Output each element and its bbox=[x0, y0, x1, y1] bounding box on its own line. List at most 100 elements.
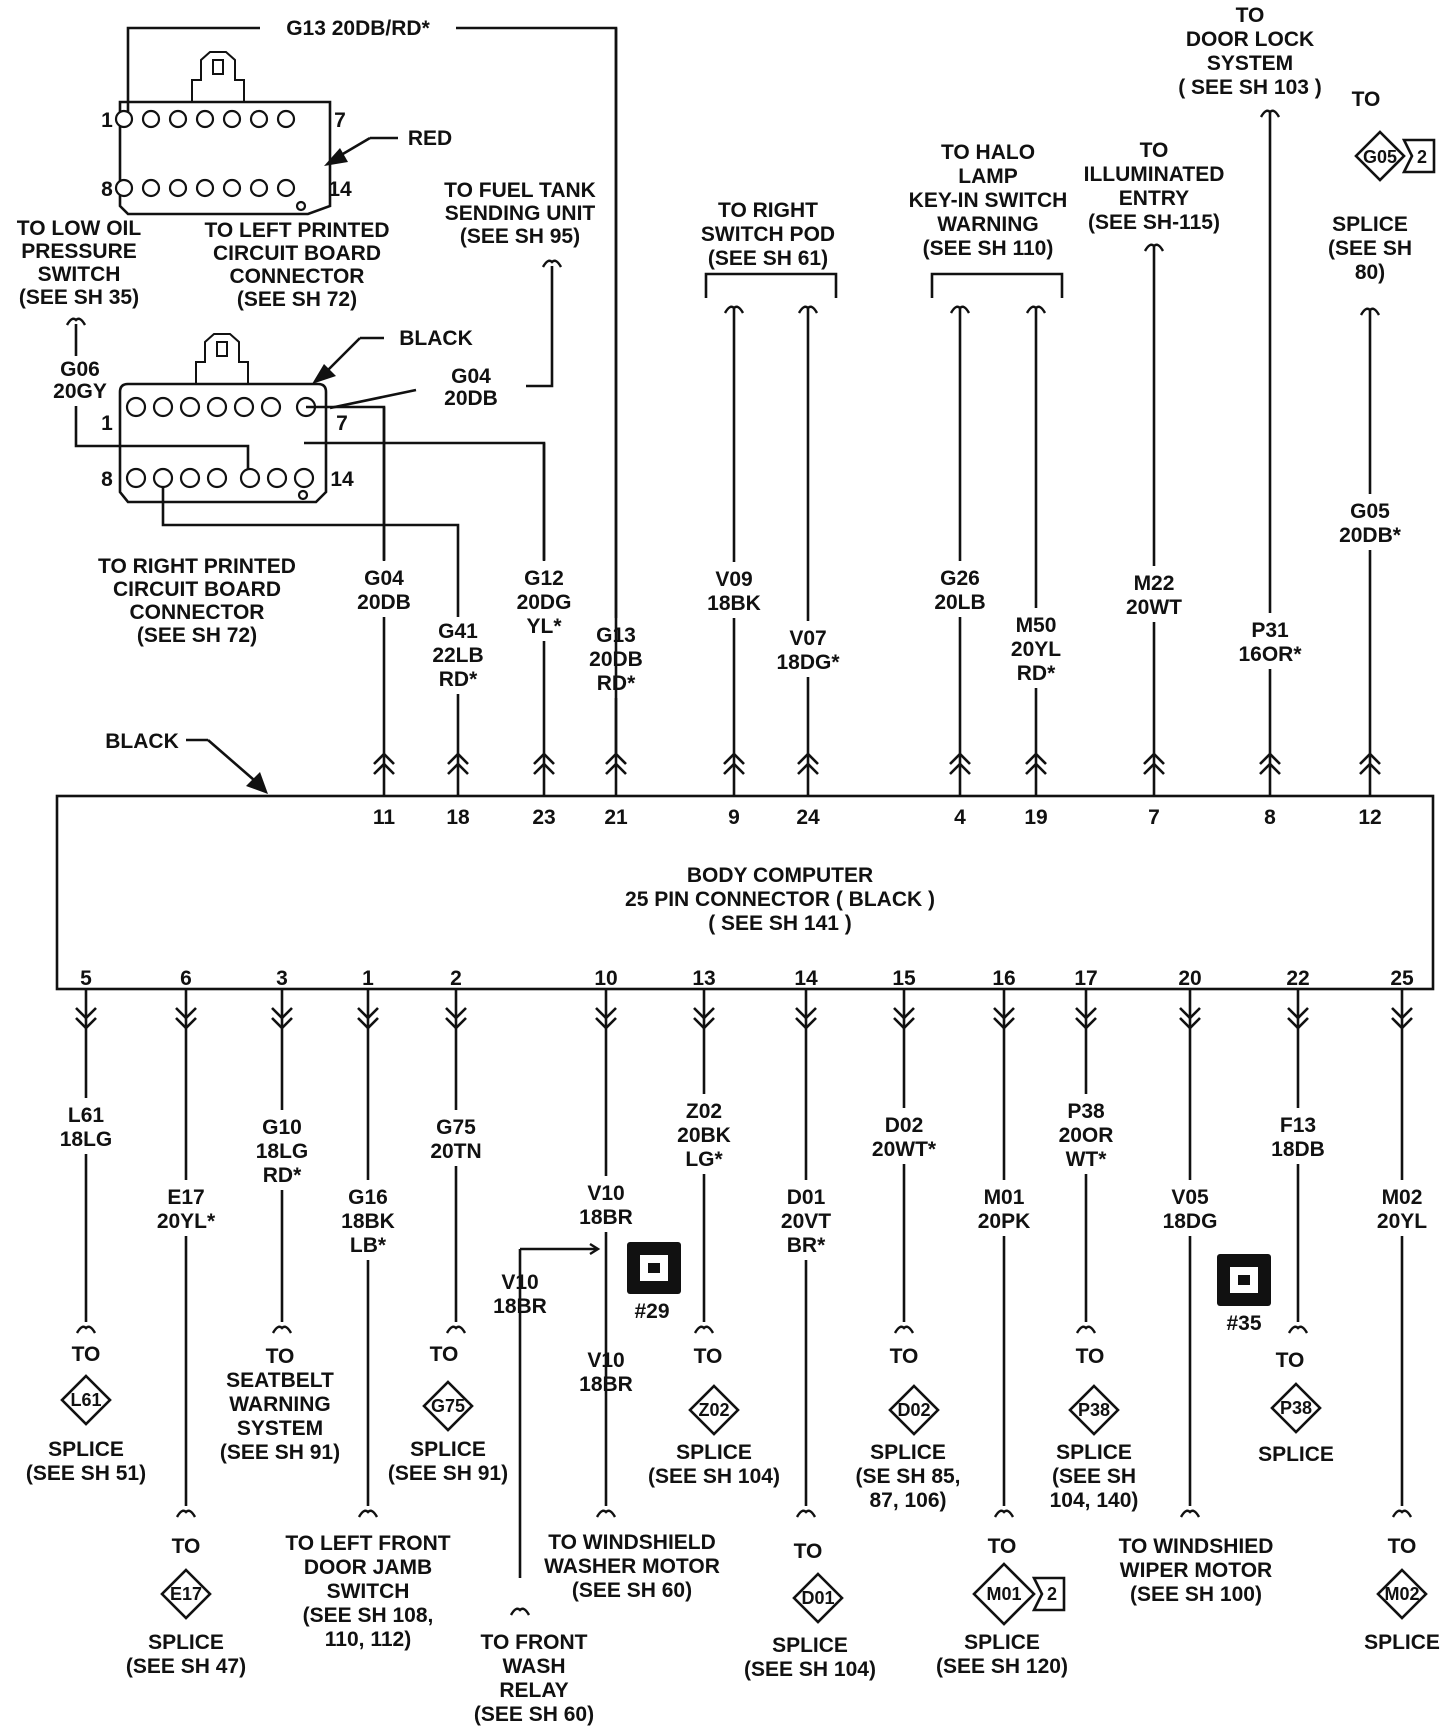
top-wire-label: V09 bbox=[715, 568, 752, 591]
top-pin-number: 19 bbox=[1024, 806, 1047, 829]
top-pin-number: 24 bbox=[796, 806, 820, 829]
bottom-wire-label: 18LG bbox=[256, 1140, 309, 1163]
top-wire-label: G13 bbox=[596, 624, 636, 647]
g75-to: TO bbox=[430, 1343, 459, 1366]
bottom-pin-number: 16 bbox=[992, 967, 1015, 990]
top-wire-label: 18BK bbox=[707, 592, 761, 615]
top-wire-label: M22 bbox=[1134, 572, 1175, 595]
low-oil-line-1: TO LOW OIL bbox=[17, 217, 142, 240]
l61-splice-line-1: SPLICE bbox=[48, 1438, 124, 1461]
door-jamb-line-5: 110, 112) bbox=[325, 1628, 411, 1651]
m02-to: TO bbox=[1388, 1535, 1417, 1558]
d02-splice-line-2: (SE SH 85, bbox=[855, 1465, 960, 1488]
fuel-tank-line-2: SENDING UNIT bbox=[445, 202, 596, 225]
g75-splice-tag: G75 bbox=[431, 1396, 465, 1416]
top-pin-number: 21 bbox=[604, 806, 628, 829]
top-wire-label: 20DG bbox=[517, 591, 572, 614]
top-pin-number: 23 bbox=[532, 806, 555, 829]
top-wire-label: 18DG* bbox=[776, 651, 840, 674]
bottom-pin-number: 17 bbox=[1074, 967, 1097, 990]
bottom-wire-label: E17 bbox=[167, 1186, 204, 1209]
bottom-wire-label: 20OR bbox=[1059, 1124, 1114, 1147]
top-wire-label: 20DB bbox=[589, 648, 643, 671]
bottom-wire-label: 18DB bbox=[1271, 1138, 1325, 1161]
right-switch-pod: TO RIGHT SWITCH POD (SEE SH 61) bbox=[701, 199, 838, 315]
g75-splice-line-2: (SEE SH 91) bbox=[388, 1462, 508, 1485]
bottom-wire-label: 20BK bbox=[677, 1124, 731, 1147]
wiper-motor-line-3: (SEE SH 100) bbox=[1130, 1583, 1262, 1606]
bottom-wire-label: M02 bbox=[1382, 1186, 1423, 1209]
v10-down-code: V10 bbox=[587, 1349, 624, 1372]
bottom-pin-number: 25 bbox=[1390, 967, 1414, 990]
body-computer-subtitle: 25 PIN CONNECTOR ( BLACK ) bbox=[625, 888, 935, 911]
e17-splice-line-1: SPLICE bbox=[148, 1631, 224, 1654]
bottom-wire-label: 20WT* bbox=[872, 1138, 937, 1161]
bottom-wire-label: P38 bbox=[1067, 1100, 1105, 1123]
top-wire-label: 16OR* bbox=[1238, 643, 1302, 666]
d02-splice-line-1: SPLICE bbox=[870, 1441, 946, 1464]
g05-splice-line-3: 80) bbox=[1355, 261, 1385, 284]
bottom-wire-label: D02 bbox=[885, 1114, 924, 1137]
bottom-wire-label: 18LG bbox=[60, 1128, 113, 1151]
body-computer-ref: ( SEE SH 141 ) bbox=[708, 912, 852, 935]
bottom-wire-label: LB* bbox=[350, 1234, 387, 1257]
illum-line-4: (SEE SH-115) bbox=[1088, 211, 1220, 234]
bottom-pin-number: 3 bbox=[276, 967, 288, 990]
g06-gauge: 20GY bbox=[53, 380, 107, 403]
m01-splice-line-1: SPLICE bbox=[964, 1631, 1040, 1654]
l61-splice-line-2: (SEE SH 51) bbox=[26, 1462, 146, 1485]
front-wash-line-1: TO FRONT bbox=[481, 1631, 588, 1654]
low-oil-pressure-switch: TO LOW OIL PRESSURE SWITCH (SEE SH 35) G… bbox=[17, 217, 250, 470]
door-lock-line-2: DOOR LOCK bbox=[1186, 28, 1314, 51]
top-wire-label: M50 bbox=[1016, 614, 1057, 637]
black-color-label: BLACK bbox=[399, 327, 473, 350]
bottom-wire-label: M01 bbox=[984, 1186, 1025, 1209]
bottom-wire-label: V10 bbox=[587, 1182, 624, 1205]
door-lock-system: TO DOOR LOCK SYSTEM ( SEE SH 103 ) bbox=[1178, 4, 1322, 119]
front-wash-line-2: WASH bbox=[503, 1655, 566, 1678]
top-wire-label: RD* bbox=[597, 672, 636, 695]
red-dest-line-4: (SEE SH 72) bbox=[237, 288, 357, 311]
door-jamb-line-1: TO LEFT FRONT bbox=[285, 1532, 450, 1555]
m02-splice-tag: M02 bbox=[1384, 1584, 1419, 1604]
top-pin-number: 12 bbox=[1358, 806, 1381, 829]
bottom-wire-label: F13 bbox=[1280, 1114, 1316, 1137]
red-pin-1: 1 bbox=[101, 109, 113, 132]
body-computer-title: BODY COMPUTER bbox=[687, 864, 873, 887]
d01-to: TO bbox=[794, 1540, 823, 1563]
bottom-wire-label: L61 bbox=[68, 1104, 105, 1127]
bottom-wire-label: 20YL* bbox=[157, 1210, 216, 1233]
wiper-motor-line-1: TO WINDSHIED bbox=[1119, 1535, 1274, 1558]
bottom-wire-label: 18DG bbox=[1163, 1210, 1218, 1233]
inline-connector-35: #35 bbox=[1226, 1312, 1261, 1335]
bottom-wire-label: G16 bbox=[348, 1186, 388, 1209]
red-dest-line-2: CIRCUIT BOARD bbox=[213, 242, 381, 265]
bottom-wire-label: LG* bbox=[685, 1148, 723, 1171]
p38a-splice-line-3: 104, 140) bbox=[1050, 1489, 1139, 1512]
p38a-splice-line-1: SPLICE bbox=[1056, 1441, 1132, 1464]
m01-splice-count: 2 bbox=[1047, 1584, 1057, 1604]
d01-splice-line-1: SPLICE bbox=[772, 1634, 848, 1657]
seatbelt-line-3: WARNING bbox=[229, 1393, 331, 1416]
red-connector-destination: TO LEFT PRINTED CIRCUIT BOARD CONNECTOR … bbox=[204, 219, 389, 311]
top-wire-label: G41 bbox=[438, 620, 478, 643]
top-pin-number: 4 bbox=[954, 806, 966, 829]
g05-splice-line-2: (SEE SH bbox=[1328, 237, 1412, 260]
bottom-pin-number: 1 bbox=[362, 967, 374, 990]
bottom-pin-number: 14 bbox=[794, 967, 818, 990]
illum-line-2: ILLUMINATED bbox=[1084, 163, 1225, 186]
door-jamb-line-3: SWITCH bbox=[327, 1580, 410, 1603]
bottom-pin-number: 15 bbox=[892, 967, 916, 990]
seatbelt-line-4: SYSTEM bbox=[237, 1417, 323, 1440]
g05-splice: TO G05 2 SPLICE (SEE SH 80) bbox=[1328, 88, 1436, 317]
